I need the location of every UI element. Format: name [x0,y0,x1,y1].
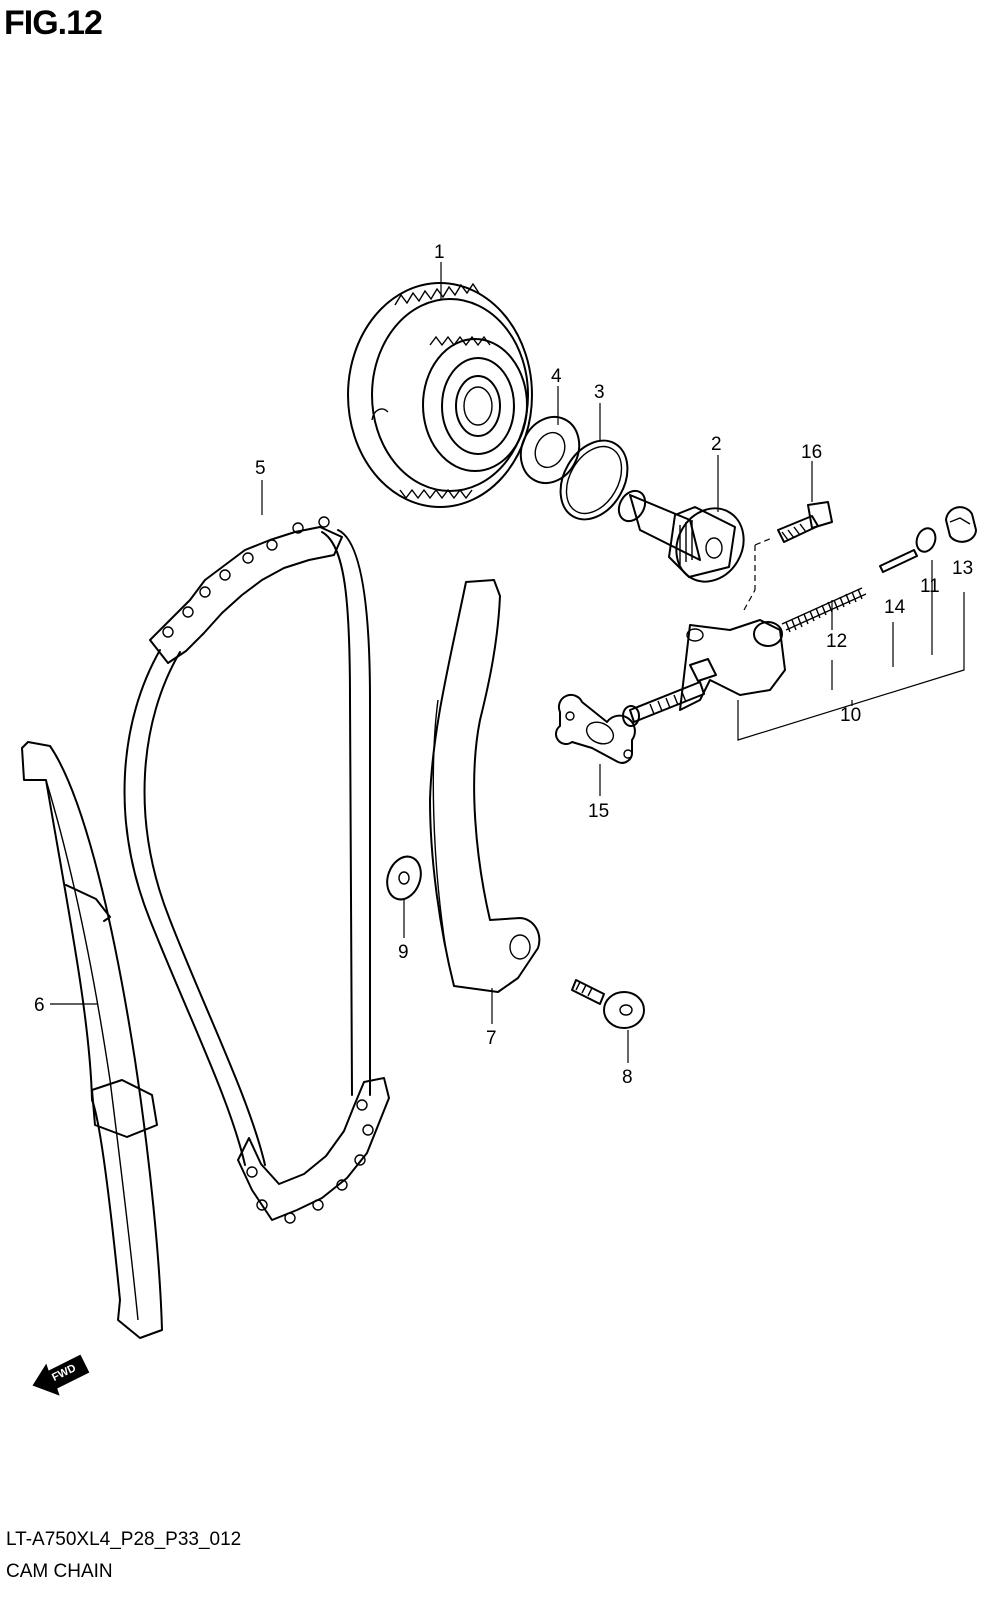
callout-1: 1 [434,242,445,263]
forward-direction-arrow-icon: FWD [32,1354,90,1396]
part-9-washer[interactable] [381,852,426,904]
part-4-washer[interactable] [510,407,589,492]
callout-7: 7 [486,1028,497,1049]
drawing-code: LT-A750XL4_P28_P33_012 [6,1529,242,1550]
part-10-chain-tensioner[interactable] [622,619,786,727]
callout-5: 5 [255,458,266,479]
callout-8: 8 [622,1067,633,1088]
part-13-cap-bolt[interactable] [945,506,977,543]
part-2-idler-shaft[interactable] [614,486,757,594]
part-14-push-rod[interactable] [879,549,918,573]
callout-labels: 1 2 3 4 5 6 7 8 9 10 11 12 13 14 15 16 [34,242,973,1088]
callout-11: 11 [920,576,940,597]
part-16-bolt[interactable] [777,501,833,543]
part-3-o-ring[interactable] [547,429,641,532]
drawing-name: CAM CHAIN [6,1561,113,1582]
callout-12: 12 [826,631,847,652]
callout-4: 4 [551,366,562,387]
callout-10: 10 [840,705,861,726]
callout-9: 9 [398,942,409,963]
part-11-gasket[interactable] [913,526,938,555]
part-1-sprocket[interactable] [347,282,533,508]
part-7-tensioner-guide[interactable] [429,579,541,993]
callout-14: 14 [884,597,906,618]
callout-16: 16 [801,442,822,463]
callout-15: 15 [588,801,609,822]
figure-title: FIG.12 [4,4,103,42]
part-8-guide-bolt[interactable] [571,979,645,1029]
callout-2: 2 [711,434,722,455]
part-5-cam-chain[interactable] [123,516,390,1224]
callout-3: 3 [594,382,605,403]
leader-lines [50,262,965,1063]
callout-6: 6 [34,995,45,1016]
callout-13: 13 [952,558,973,579]
part-12-spring[interactable] [781,587,867,633]
part-6-chain-guide[interactable] [21,741,163,1339]
part-15-tensioner-gasket[interactable] [555,693,636,764]
